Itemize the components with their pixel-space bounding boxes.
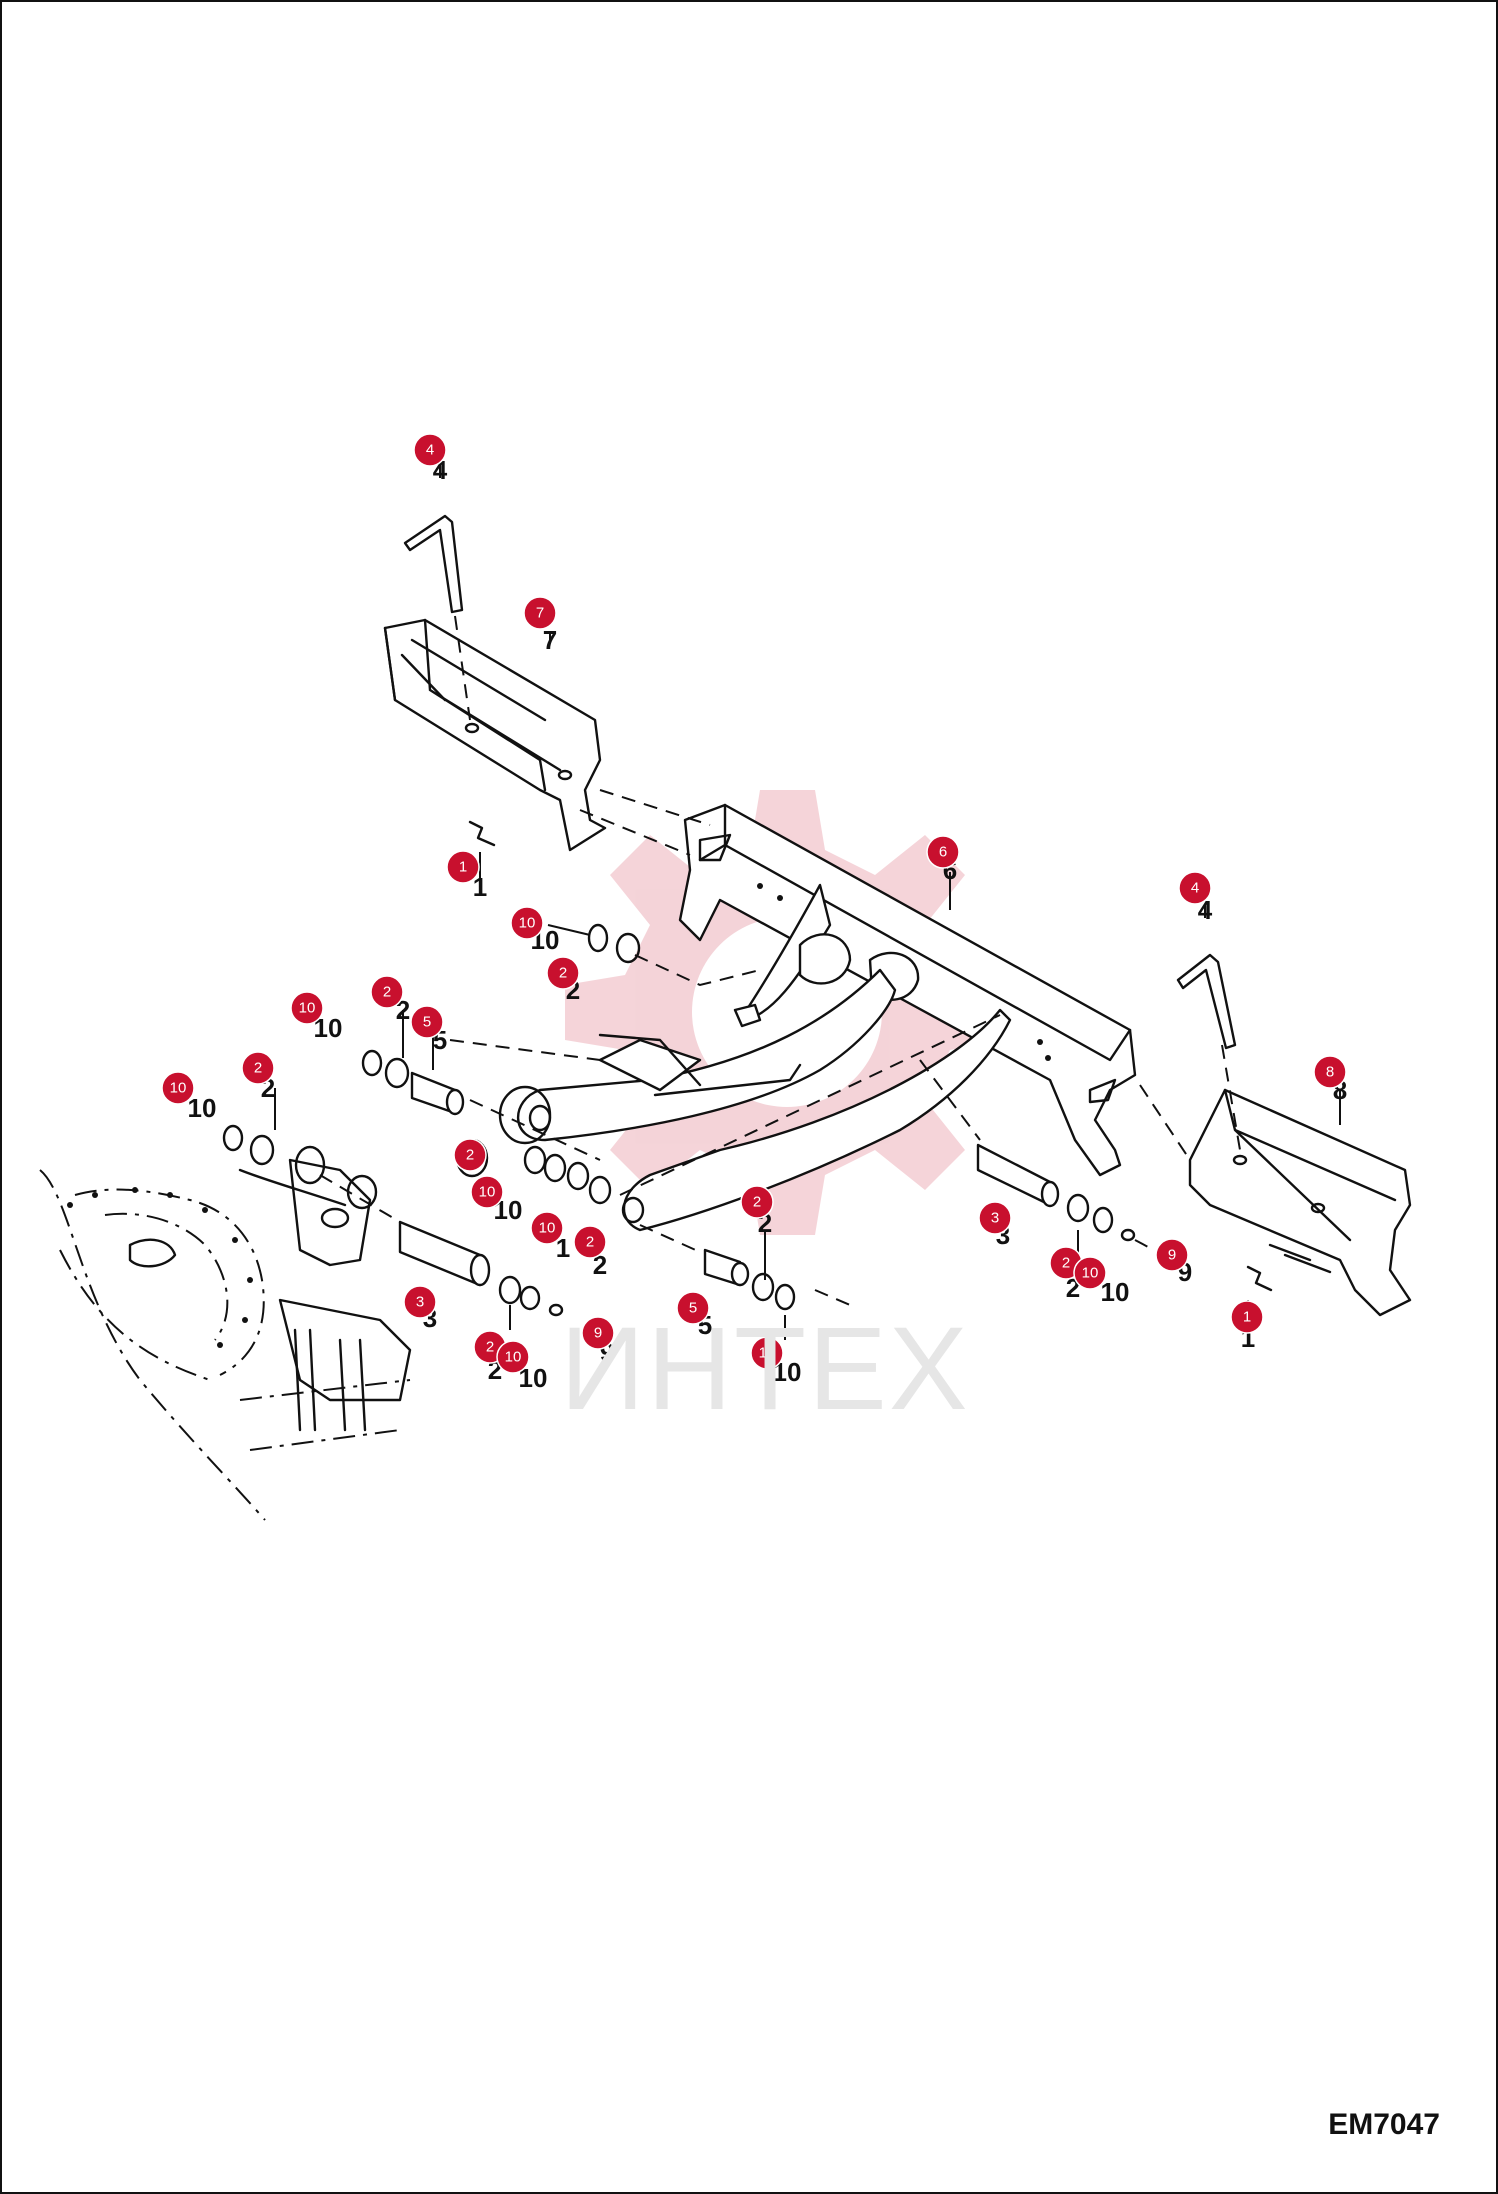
svg-text:7: 7 [543, 625, 557, 655]
svg-text:9: 9 [594, 1325, 602, 1342]
svg-text:4: 4 [1191, 880, 1199, 897]
svg-text:3: 3 [416, 1294, 424, 1311]
blade-frame [498, 803, 1137, 1232]
svg-text:2: 2 [466, 1147, 474, 1164]
svg-text:10: 10 [299, 1000, 316, 1017]
svg-text:10: 10 [519, 915, 536, 932]
callout-3-right[interactable]: 3 [978, 1201, 1012, 1235]
callout-5-lower[interactable]: 5 [676, 1291, 710, 1325]
right-end-bit [1188, 1088, 1412, 1317]
svg-text:10: 10 [759, 1345, 776, 1362]
callout-7[interactable]: 7 [523, 596, 557, 630]
svg-text:5: 5 [423, 1014, 431, 1031]
svg-text:1: 1 [1243, 1309, 1251, 1326]
svg-text:2: 2 [486, 1339, 494, 1356]
svg-text:2: 2 [383, 984, 391, 1001]
callout-10-center[interactable]: 10 [530, 1211, 564, 1245]
lifting-bar-left [403, 514, 464, 614]
lifting-bar-right [1176, 953, 1237, 1050]
figure-code: EM7047 [1328, 2108, 1440, 2141]
callout-2-arm[interactable]: 2 [740, 1185, 774, 1219]
callout-10-lower-center[interactable]: 10 [750, 1336, 784, 1370]
callout-10-cylinder[interactable]: 10 [470, 1175, 504, 1209]
callout-1-left[interactable]: 1 [446, 850, 480, 884]
machine-frame [39, 1158, 412, 1521]
svg-text:2: 2 [753, 1194, 761, 1211]
svg-text:10: 10 [188, 1093, 217, 1123]
callout-5-upper[interactable]: 5 [410, 1005, 444, 1039]
svg-text:2: 2 [593, 1250, 607, 1280]
callout-1-right[interactable]: 1 [1230, 1300, 1264, 1334]
svg-text:7: 7 [536, 605, 544, 622]
watermark-text: ИНТЕХ [560, 1303, 970, 1435]
svg-text:1: 1 [473, 872, 487, 902]
left-end-bit [383, 618, 607, 852]
svg-text:2: 2 [586, 1234, 594, 1251]
callout-3-left[interactable]: 3 [403, 1285, 437, 1319]
svg-text:6: 6 [939, 844, 947, 861]
callout-6[interactable]: 6 [926, 835, 960, 869]
clip-right [1246, 1265, 1273, 1292]
callout-2-blade-left[interactable]: 2 [546, 956, 580, 990]
hydraulic-cylinder [598, 1003, 802, 1097]
clip-left [468, 820, 496, 847]
callout-9-right[interactable]: 9 [1155, 1238, 1189, 1272]
callout-10-blade-left[interactable]: 10 [510, 906, 544, 940]
svg-text:2: 2 [1062, 1255, 1070, 1272]
callout-4-left[interactable]: 4 [413, 433, 447, 467]
callout-9-left[interactable]: 9 [581, 1316, 615, 1350]
svg-text:5: 5 [689, 1300, 697, 1317]
svg-text:10: 10 [1101, 1277, 1130, 1307]
svg-text:1: 1 [556, 1233, 570, 1263]
callout-2-center[interactable]: 2 [573, 1225, 607, 1259]
svg-text:2: 2 [559, 965, 567, 982]
callout-2-machine-pin[interactable]: 2 [241, 1051, 275, 1085]
hardware-center [703, 1248, 796, 1311]
svg-text:10: 10 [170, 1080, 187, 1097]
callout-8[interactable]: 8 [1313, 1055, 1347, 1089]
svg-text:1: 1 [459, 859, 467, 876]
svg-text:4: 4 [426, 442, 434, 459]
svg-text:8: 8 [1326, 1064, 1334, 1081]
callout-2-upper-pin[interactable]: 2 [370, 975, 404, 1009]
svg-text:9: 9 [1168, 1247, 1176, 1264]
assembly-lines [319, 615, 1241, 1306]
svg-text:10: 10 [539, 1220, 556, 1237]
callout-2-cylinder[interactable]: 2 [453, 1138, 487, 1172]
svg-text:2: 2 [254, 1060, 262, 1077]
callout-10-right-pin[interactable]: 10 [1073, 1256, 1107, 1290]
callout-10-machine-pin[interactable]: 10 [161, 1071, 195, 1105]
hardware-right [976, 1143, 1136, 1242]
svg-text:10: 10 [1082, 1265, 1099, 1282]
svg-text:10: 10 [505, 1349, 522, 1366]
callout-10-lower-pin[interactable]: 10 [496, 1340, 530, 1374]
svg-text:3: 3 [991, 1210, 999, 1227]
hardware-left-lower [398, 1145, 612, 1317]
callout-10-upper-pin[interactable]: 10 [290, 991, 324, 1025]
callout-4-right[interactable]: 4 [1178, 871, 1212, 905]
svg-text:10: 10 [479, 1184, 496, 1201]
